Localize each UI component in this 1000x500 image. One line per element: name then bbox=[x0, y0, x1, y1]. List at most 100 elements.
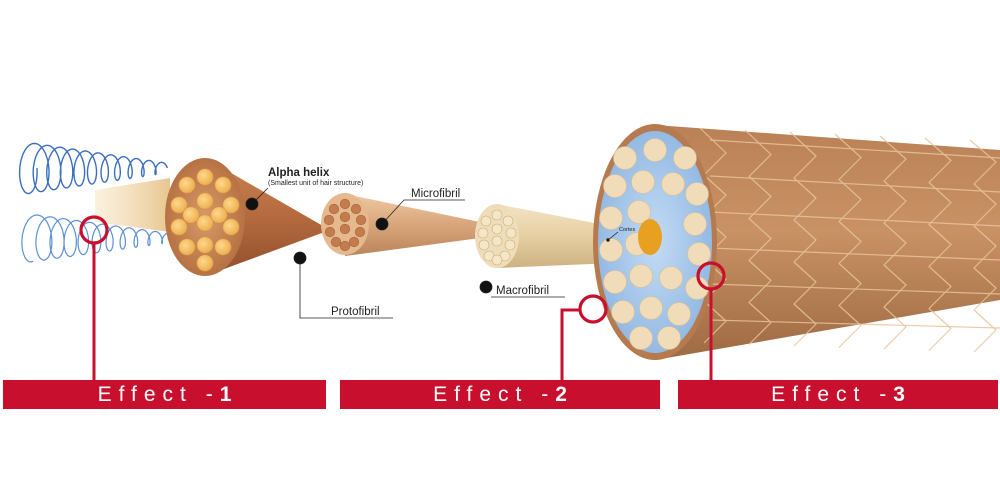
microfibril-dot bbox=[339, 223, 351, 235]
protofibril-dot bbox=[170, 218, 188, 236]
microfibril-dot bbox=[354, 226, 366, 238]
cortex-fibril-dot bbox=[613, 146, 637, 170]
cone-2-body bbox=[345, 194, 480, 256]
microfibril-dot bbox=[339, 211, 351, 223]
helix-tail bbox=[95, 178, 170, 232]
label-pointers bbox=[245, 187, 619, 319]
cortex-label: Cortex bbox=[619, 227, 635, 233]
cuticle-line bbox=[709, 247, 1000, 261]
macrofibril-dot bbox=[502, 215, 514, 227]
cortex-fibril-dot bbox=[687, 242, 711, 266]
cortex-fibril-dot bbox=[611, 300, 635, 324]
cone-1-fibrils bbox=[170, 168, 240, 272]
cuticle-line bbox=[709, 211, 1000, 227]
protofibril-dot bbox=[222, 196, 240, 214]
microfibril-dot bbox=[330, 236, 342, 248]
protofibril-dot bbox=[214, 238, 232, 256]
effect-3-prefix: Effect - bbox=[771, 382, 894, 406]
cuticle-line bbox=[834, 133, 862, 348]
effect-1-ring bbox=[79, 215, 109, 245]
cortex-fibril-dot bbox=[661, 172, 685, 196]
cone-3-fibrils bbox=[477, 209, 517, 266]
macrofibril-dot bbox=[491, 223, 503, 235]
microfibril-dot bbox=[323, 214, 335, 226]
macrofibril-dot bbox=[491, 209, 503, 221]
cortex-fibril-dot bbox=[639, 296, 663, 320]
protofibril-cone bbox=[165, 158, 330, 276]
macrofibril-dot bbox=[480, 215, 492, 227]
cortex-pointer-dot bbox=[606, 238, 610, 242]
medulla-core bbox=[638, 219, 662, 255]
cortex-fibrils bbox=[599, 138, 711, 350]
macrofibril-dot bbox=[477, 227, 489, 239]
effect-2-banner: Effect - 2 bbox=[340, 380, 660, 409]
microfibril-dot bbox=[339, 198, 351, 210]
effect-1-number: 1 bbox=[219, 382, 232, 406]
cortex-fibril-dot bbox=[667, 302, 691, 326]
cone-2-fibrils bbox=[323, 198, 367, 252]
macrofibril-dot bbox=[491, 254, 503, 266]
effect-3-number: 3 bbox=[893, 382, 905, 406]
cortex-leader bbox=[607, 231, 619, 241]
effect-1-banner: Effect - 1 bbox=[3, 380, 326, 409]
microfibril-dot bbox=[350, 203, 362, 215]
cortex-fibril-dot bbox=[673, 146, 697, 170]
protofibril-pointer-dot bbox=[293, 251, 307, 265]
effect-markers bbox=[79, 215, 726, 381]
alpha-helix-label: Alpha helix bbox=[268, 167, 330, 179]
protofibril-dot bbox=[222, 218, 240, 236]
alpha-helix-sublabel: (Smallest unit of hair structure) bbox=[268, 180, 363, 187]
microfibril-dot bbox=[348, 236, 360, 248]
cortex-fibril-dot bbox=[631, 170, 655, 194]
effect-3-banner: Effect - 3 bbox=[678, 380, 998, 409]
macrofibril-pointer-dot bbox=[479, 280, 493, 294]
alpha-helix-pointer-dot bbox=[245, 197, 259, 211]
protofibril-label: Protofibril bbox=[331, 306, 380, 318]
microfibril-label: Microfibril bbox=[411, 188, 460, 200]
protofibril-leader bbox=[299, 258, 393, 319]
effect-2-number: 2 bbox=[555, 382, 567, 406]
cortex-fibril-dot bbox=[603, 270, 627, 294]
cuticle-line bbox=[924, 137, 952, 351]
cortex-fibril-dot bbox=[659, 266, 683, 290]
cuticle-scales bbox=[699, 127, 1000, 353]
cuticle-line bbox=[969, 139, 997, 353]
protofibril-dot bbox=[196, 236, 214, 254]
macrofibril-dot bbox=[478, 239, 490, 251]
macrofibril-dot bbox=[505, 227, 517, 239]
cortex-fibril-dot bbox=[599, 206, 623, 230]
protofibril-dot bbox=[178, 176, 196, 194]
microfibril-cone bbox=[321, 193, 480, 256]
hair-shaft-body bbox=[655, 125, 1000, 360]
helix-coil-1 bbox=[18, 142, 169, 195]
macrofibril-dot bbox=[491, 235, 503, 247]
protofibril-dot bbox=[214, 176, 232, 194]
microfibril-leader bbox=[381, 199, 465, 225]
cuticle-line bbox=[744, 129, 772, 345]
macrofibril-label: Macrofibril bbox=[496, 285, 549, 297]
effect-2-connector bbox=[560, 308, 580, 381]
microfibril-dot bbox=[355, 214, 367, 226]
cuticle-line bbox=[789, 131, 817, 347]
microfibril-dot bbox=[328, 203, 340, 215]
protofibril-dot bbox=[170, 196, 188, 214]
protofibril-dot bbox=[196, 214, 214, 232]
protofibril-dot bbox=[178, 238, 196, 256]
protofibril-dot bbox=[196, 192, 214, 210]
cortex-fibril-dot bbox=[657, 326, 681, 350]
effect-2-prefix: Effect - bbox=[433, 382, 556, 406]
cuticle-line bbox=[879, 135, 907, 350]
cuticle-line bbox=[709, 139, 1000, 159]
cortex-fibril-dot bbox=[629, 326, 653, 350]
protofibril-dot bbox=[210, 206, 228, 224]
cortex-fibril-dot bbox=[683, 212, 707, 236]
cuticle-line bbox=[709, 283, 1000, 295]
microfibril-dot bbox=[339, 240, 351, 252]
cortex-fibril-dot bbox=[685, 182, 709, 206]
protofibril-dot bbox=[196, 168, 214, 186]
cortex-fibril-dot bbox=[599, 238, 623, 262]
protofibril-dot bbox=[182, 206, 200, 224]
protofibril-dot bbox=[196, 254, 214, 272]
cuticle-line bbox=[709, 319, 1000, 329]
